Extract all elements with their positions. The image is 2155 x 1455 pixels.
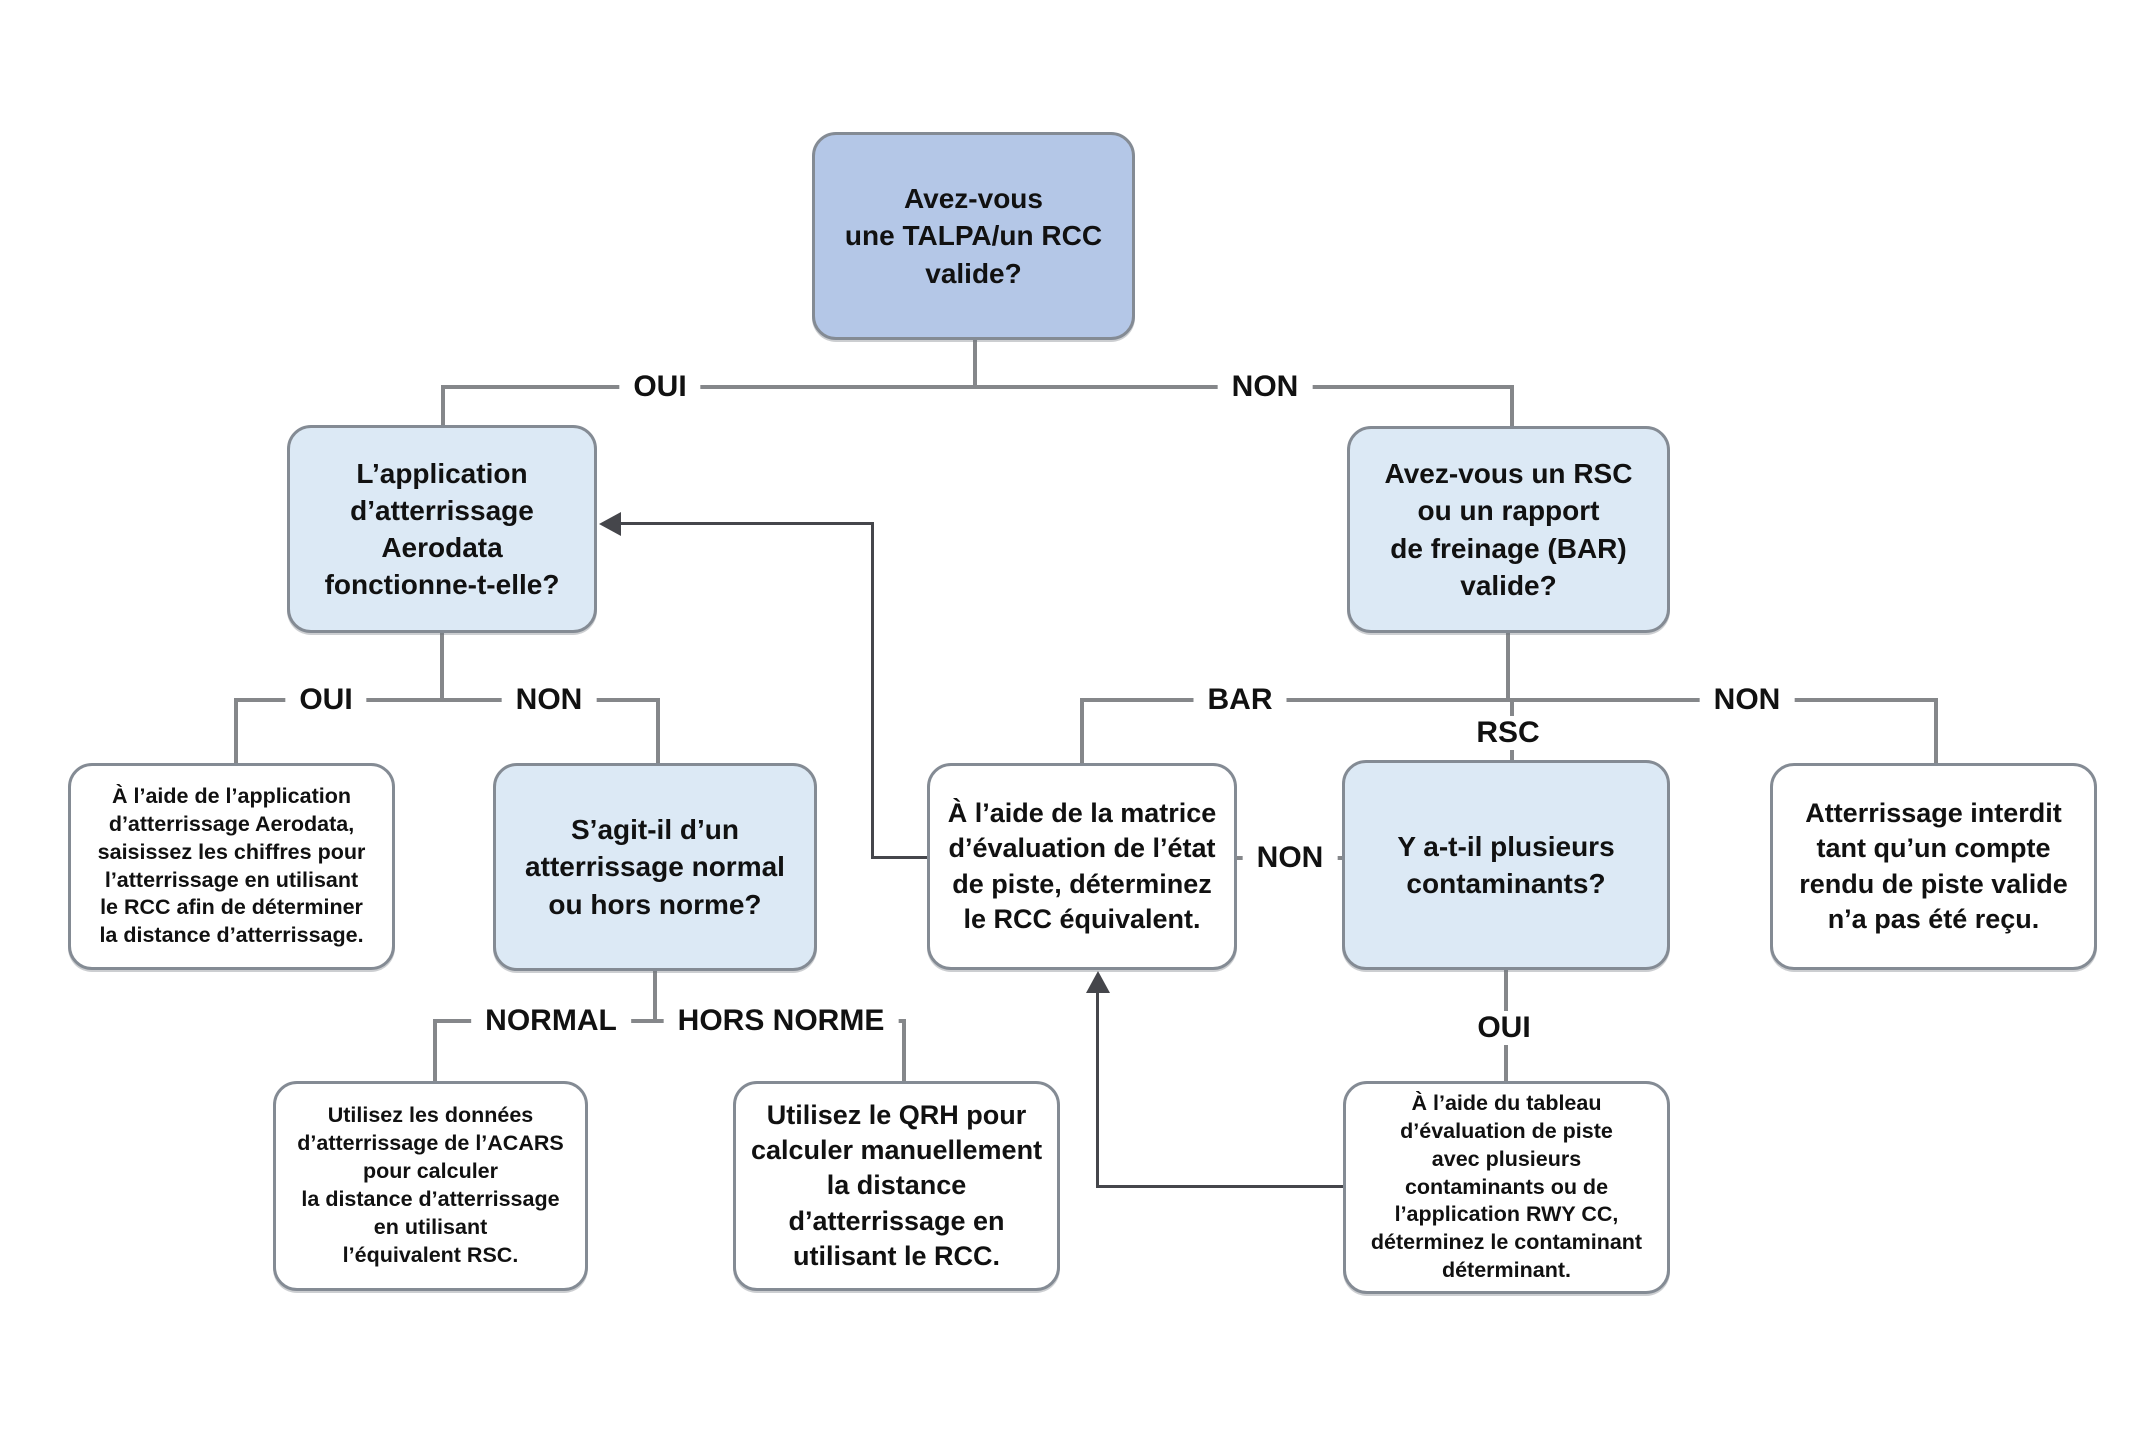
arrowhead-into-aerodata-question [599,512,621,536]
node-normal-question-text: S’agit-il d’un atterrissage normal ou ho… [525,814,785,920]
node-contaminants-question: Y a-t-il plusieurs contaminants? [1342,760,1670,970]
connector-right-branch-bar-drop [1080,698,1084,764]
connector-tableau-return-vertical [1096,992,1099,1187]
connector-top-branch-left-drop [441,385,445,427]
connector-matrice-return-horizontal [618,522,874,525]
edge-label-oui-left: OUI [285,683,367,717]
node-matrice-action: À l’aide de la matrice d’évaluation de l… [927,763,1237,970]
node-acars-action-text: Utilisez les données d’atterrissage de l… [297,1103,564,1267]
edge-label-non-left: NON [501,683,597,717]
node-tableau-action: À l’aide du tableau d’évaluation de pist… [1343,1081,1670,1294]
connector-left-branch-oui-drop [234,698,238,764]
node-talpa-question: Avez-vous une TALPA/un RCC valide? [812,132,1135,340]
node-aerodata-action: À l’aide de l’application d’atterrissage… [68,763,395,970]
connector-rsc-down [1506,631,1510,702]
node-acars-action: Utilisez les données d’atterrissage de l… [273,1081,588,1291]
node-aerodata-question: L’application d’atterrissage Aerodata fo… [287,425,597,633]
connector-top-branch-right-drop [1510,385,1514,428]
node-rsc-question-text: Avez-vous un RSC ou un rapport de freina… [1384,458,1633,601]
edge-label-bar: BAR [1193,683,1287,717]
connector-normal-branch-right-drop [902,1019,906,1081]
connector-matrice-out [871,856,927,859]
connector-talpa-down [973,340,977,387]
node-interdit-action-text: Atterrissage interdit tant qu’un compte … [1799,798,2068,934]
node-contaminants-question-text: Y a-t-il plusieurs contaminants? [1397,830,1615,899]
connector-top-branch [443,385,1514,389]
edge-label-oui-bottom: OUI [1463,1011,1545,1045]
connector-matrice-return-vertical [871,522,874,859]
edge-label-rsc: RSC [1462,716,1554,750]
node-aerodata-question-text: L’application d’atterrissage Aerodata fo… [324,457,560,601]
node-qrh-action: Utilisez le QRH pour calculer manuelleme… [733,1081,1060,1291]
edge-label-oui-top: OUI [619,370,701,404]
node-matrice-action-text: À l’aide de la matrice d’évaluation de l… [947,798,1217,934]
node-qrh-action-text: Utilisez le QRH pour calculer manuelleme… [750,1100,1043,1271]
connector-aerodata-down [440,631,444,702]
connector-normal-down [653,971,657,1022]
connector-tableau-out [1096,1185,1343,1188]
connector-left-branch [236,698,660,702]
connector-right-branch-non-drop [1934,698,1938,764]
node-rsc-question: Avez-vous un RSC ou un rapport de freina… [1347,426,1670,633]
edge-label-non-right: NON [1699,683,1795,717]
connector-normal-branch-left-drop [433,1019,437,1081]
node-normal-question: S’agit-il d’un atterrissage normal ou ho… [493,763,817,971]
edge-label-hors-norme: HORS NORME [663,1004,899,1038]
edge-label-non-top: NON [1217,370,1313,404]
node-aerodata-action-text: À l’aide de l’application d’atterrissage… [97,783,366,948]
node-tableau-action-text: À l’aide du tableau d’évaluation de pist… [1370,1090,1643,1283]
arrowhead-into-matrice-action [1086,971,1110,993]
edge-label-normal: NORMAL [471,1004,631,1038]
node-interdit-action: Atterrissage interdit tant qu’un compte … [1770,763,2097,970]
connector-left-branch-non-drop [656,698,660,764]
edge-label-non-mid: NON [1242,841,1338,875]
node-talpa-question-text: Avez-vous une TALPA/un RCC valide? [844,183,1103,289]
